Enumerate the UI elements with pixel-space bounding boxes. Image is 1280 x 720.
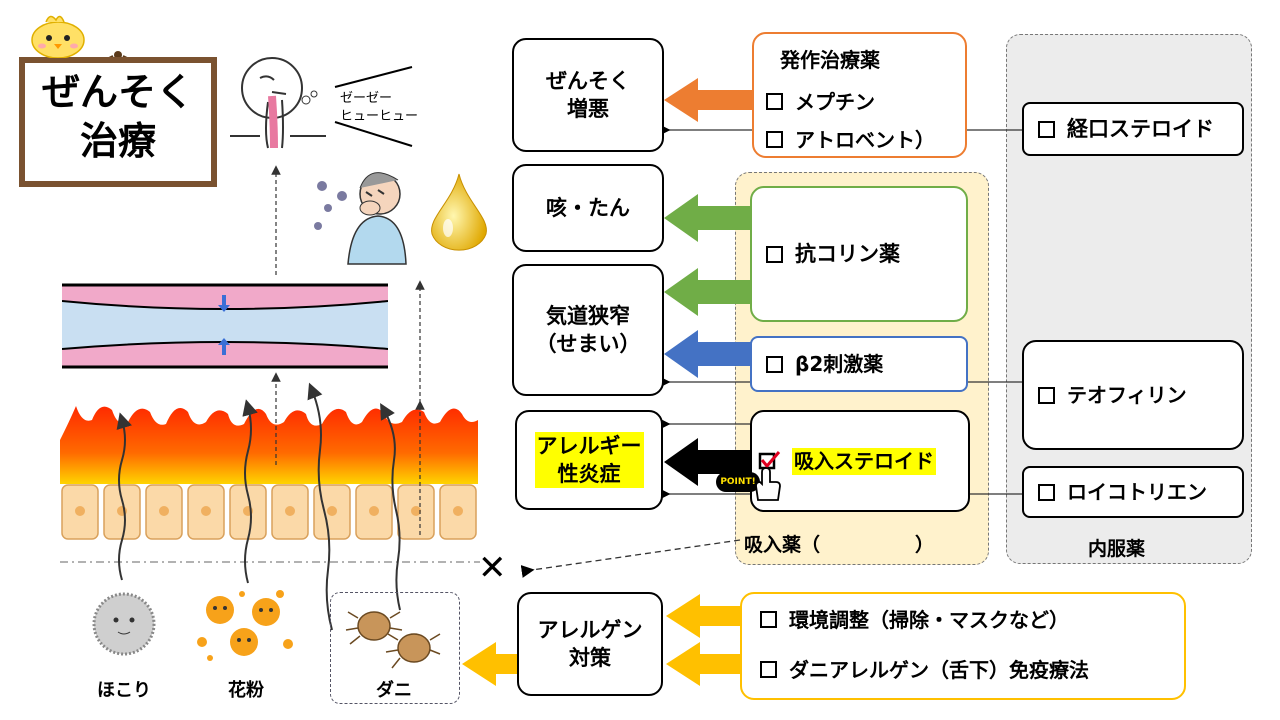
checkbox-icon [766, 93, 783, 110]
beta2-box: β2刺激薬 [750, 336, 968, 392]
rescue-item-1: メプチン [766, 86, 875, 115]
inhaled-steroid-text: 吸入ステロイド [792, 447, 936, 475]
checkbox-icon [1038, 386, 1055, 404]
symptom-cough: 咳・たん [512, 164, 664, 252]
allergen-measure-box: アレルゲン 対策 [517, 592, 663, 696]
checkbox-icon [766, 355, 783, 373]
pointing-hand-icon [755, 467, 781, 501]
checkbox-icon [1038, 120, 1055, 138]
allergen-mite-label: ダニ [376, 680, 412, 701]
title-board-frame [19, 51, 217, 187]
checkbox-icon [766, 245, 783, 263]
checkbox-icon [1038, 483, 1055, 501]
sound-line-1: ゼーゼー [340, 91, 393, 106]
coughing-person-icon [314, 172, 407, 265]
oil-drop-icon [431, 173, 487, 251]
symptom-exacerbation: ぜんそく 増悪 [512, 38, 664, 152]
epithelial-cells [61, 484, 477, 540]
rescue-item-2-text: アトロベント） [795, 128, 935, 152]
checkbox-icon [760, 661, 777, 678]
leukotriene-box: ロイコトリエン [1022, 466, 1244, 518]
inhaled-label: 吸入薬（ ） [744, 534, 935, 556]
dust-icon [92, 592, 156, 656]
rescue-item-2: アトロベント） [766, 124, 935, 153]
symptom-inflammation: アレルギー 性炎症 [515, 410, 663, 510]
head-airway-icon [230, 57, 326, 149]
measure-item-2-text: ダニアレルゲン（舌下）免疫療法 [789, 658, 1089, 682]
checked-box-icon [758, 451, 781, 470]
inflammation-fire [60, 406, 478, 484]
title-line-1: ぜんそく [41, 70, 194, 114]
rescue-med-box [752, 32, 967, 158]
sound-lines [334, 66, 413, 147]
mite-icon [345, 611, 441, 669]
theophylline-text: テオフィリン [1067, 382, 1187, 407]
symptom-narrowing: 気道狭窄 （せまい） [512, 264, 664, 396]
measure-item-1: 環境調整（掃除・マスクなど） [760, 604, 1069, 633]
rescue-title: 発作治療薬 [780, 48, 880, 72]
allergen-pollen-label: 花粉 [228, 680, 264, 701]
flow-arrows [116, 165, 425, 631]
anticholinergic-box: 抗コリン薬 [750, 186, 968, 322]
inflammation-text: アレルギー 性炎症 [534, 431, 644, 489]
chick-icon [31, 15, 85, 58]
wheeze-sound-text: ゼーゼー ヒューヒュー [340, 90, 418, 125]
beta2-text: β2刺激薬 [795, 351, 884, 376]
title-line-2: 治療 [79, 119, 156, 164]
inhaled-steroid-box: 吸入ステロイド [750, 410, 970, 512]
sound-line-2: ヒューヒュー [340, 108, 419, 124]
measures-box [740, 592, 1186, 700]
checkbox-icon [766, 131, 783, 148]
anticholinergic-text: 抗コリン薬 [795, 241, 900, 266]
narrowed-airway-diagram [62, 283, 388, 369]
measure-item-1-text: 環境調整（掃除・マスクなど） [789, 608, 1069, 632]
oral-label: 内服薬 [1088, 538, 1146, 560]
checkbox-icon [760, 611, 777, 628]
measure-item-2: ダニアレルゲン（舌下）免疫療法 [760, 654, 1089, 683]
pollen-icon [197, 590, 293, 661]
point-badge: POINT! [716, 472, 760, 492]
oral-steroid-box: 経口ステロイド [1022, 102, 1244, 156]
block-cross-mark: ✕ [478, 548, 507, 588]
mite-box [330, 592, 460, 704]
dashed-divider [60, 561, 480, 563]
rescue-item-1-text: メプチン [795, 90, 875, 114]
allergen-dust-label: ほこり [97, 680, 151, 701]
leukotriene-text: ロイコトリエン [1067, 479, 1207, 504]
oral-steroid-text: 経口ステロイド [1067, 116, 1214, 141]
theophylline-box: テオフィリン [1022, 340, 1244, 450]
page-title: ぜんそく 治療 [28, 68, 208, 167]
